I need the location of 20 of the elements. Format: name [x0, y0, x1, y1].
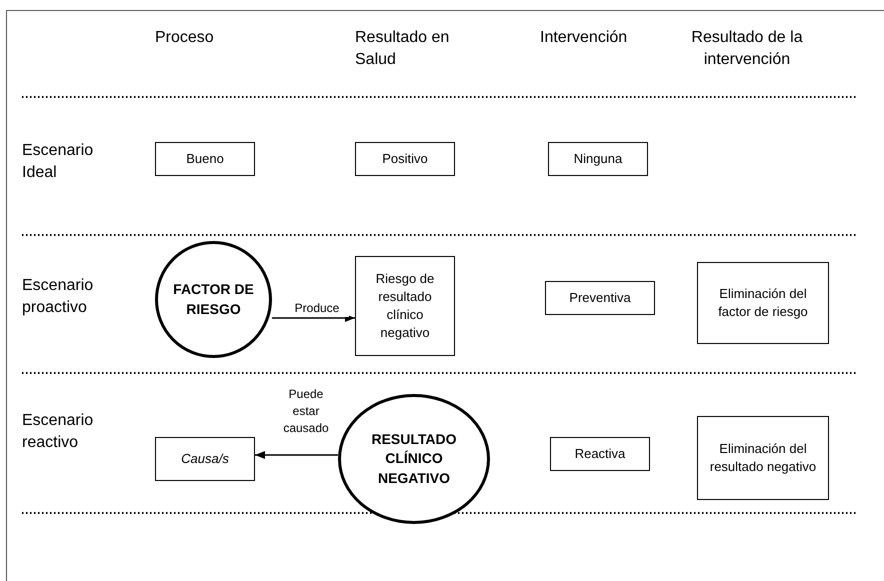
- outcome-box: Positivo: [355, 142, 455, 176]
- result-box: Eliminación del resultado negativo: [697, 416, 829, 500]
- intervention-box: Preventiva: [545, 281, 655, 315]
- row-label: Escenario Ideal: [22, 141, 94, 184]
- result-box: Eliminación del factor de riesgo: [697, 262, 829, 344]
- process-circle: FACTOR DE RIESGO: [155, 241, 272, 358]
- arrow: [272, 314, 355, 322]
- process-box: Bueno: [155, 142, 255, 176]
- row-label: Escenario reactivo: [22, 411, 94, 454]
- outcome-box: Riesgo de resultado clínico negativo: [355, 256, 455, 356]
- intervention-box: Ninguna: [548, 142, 648, 176]
- column-header: Proceso: [155, 28, 215, 48]
- outcome-circle: RESULTADO CLÍNICO NEGATIVO: [338, 394, 490, 524]
- column-header: Resultado de la intervención: [690, 28, 804, 70]
- process-box: Causa/s: [155, 437, 255, 481]
- column-header: Intervención: [540, 28, 628, 48]
- column-header: Resultado en Salud: [355, 28, 450, 70]
- arrow: [255, 451, 338, 459]
- intervention-box: Reactiva: [550, 437, 650, 471]
- row-label: Escenario proactivo: [22, 276, 94, 318]
